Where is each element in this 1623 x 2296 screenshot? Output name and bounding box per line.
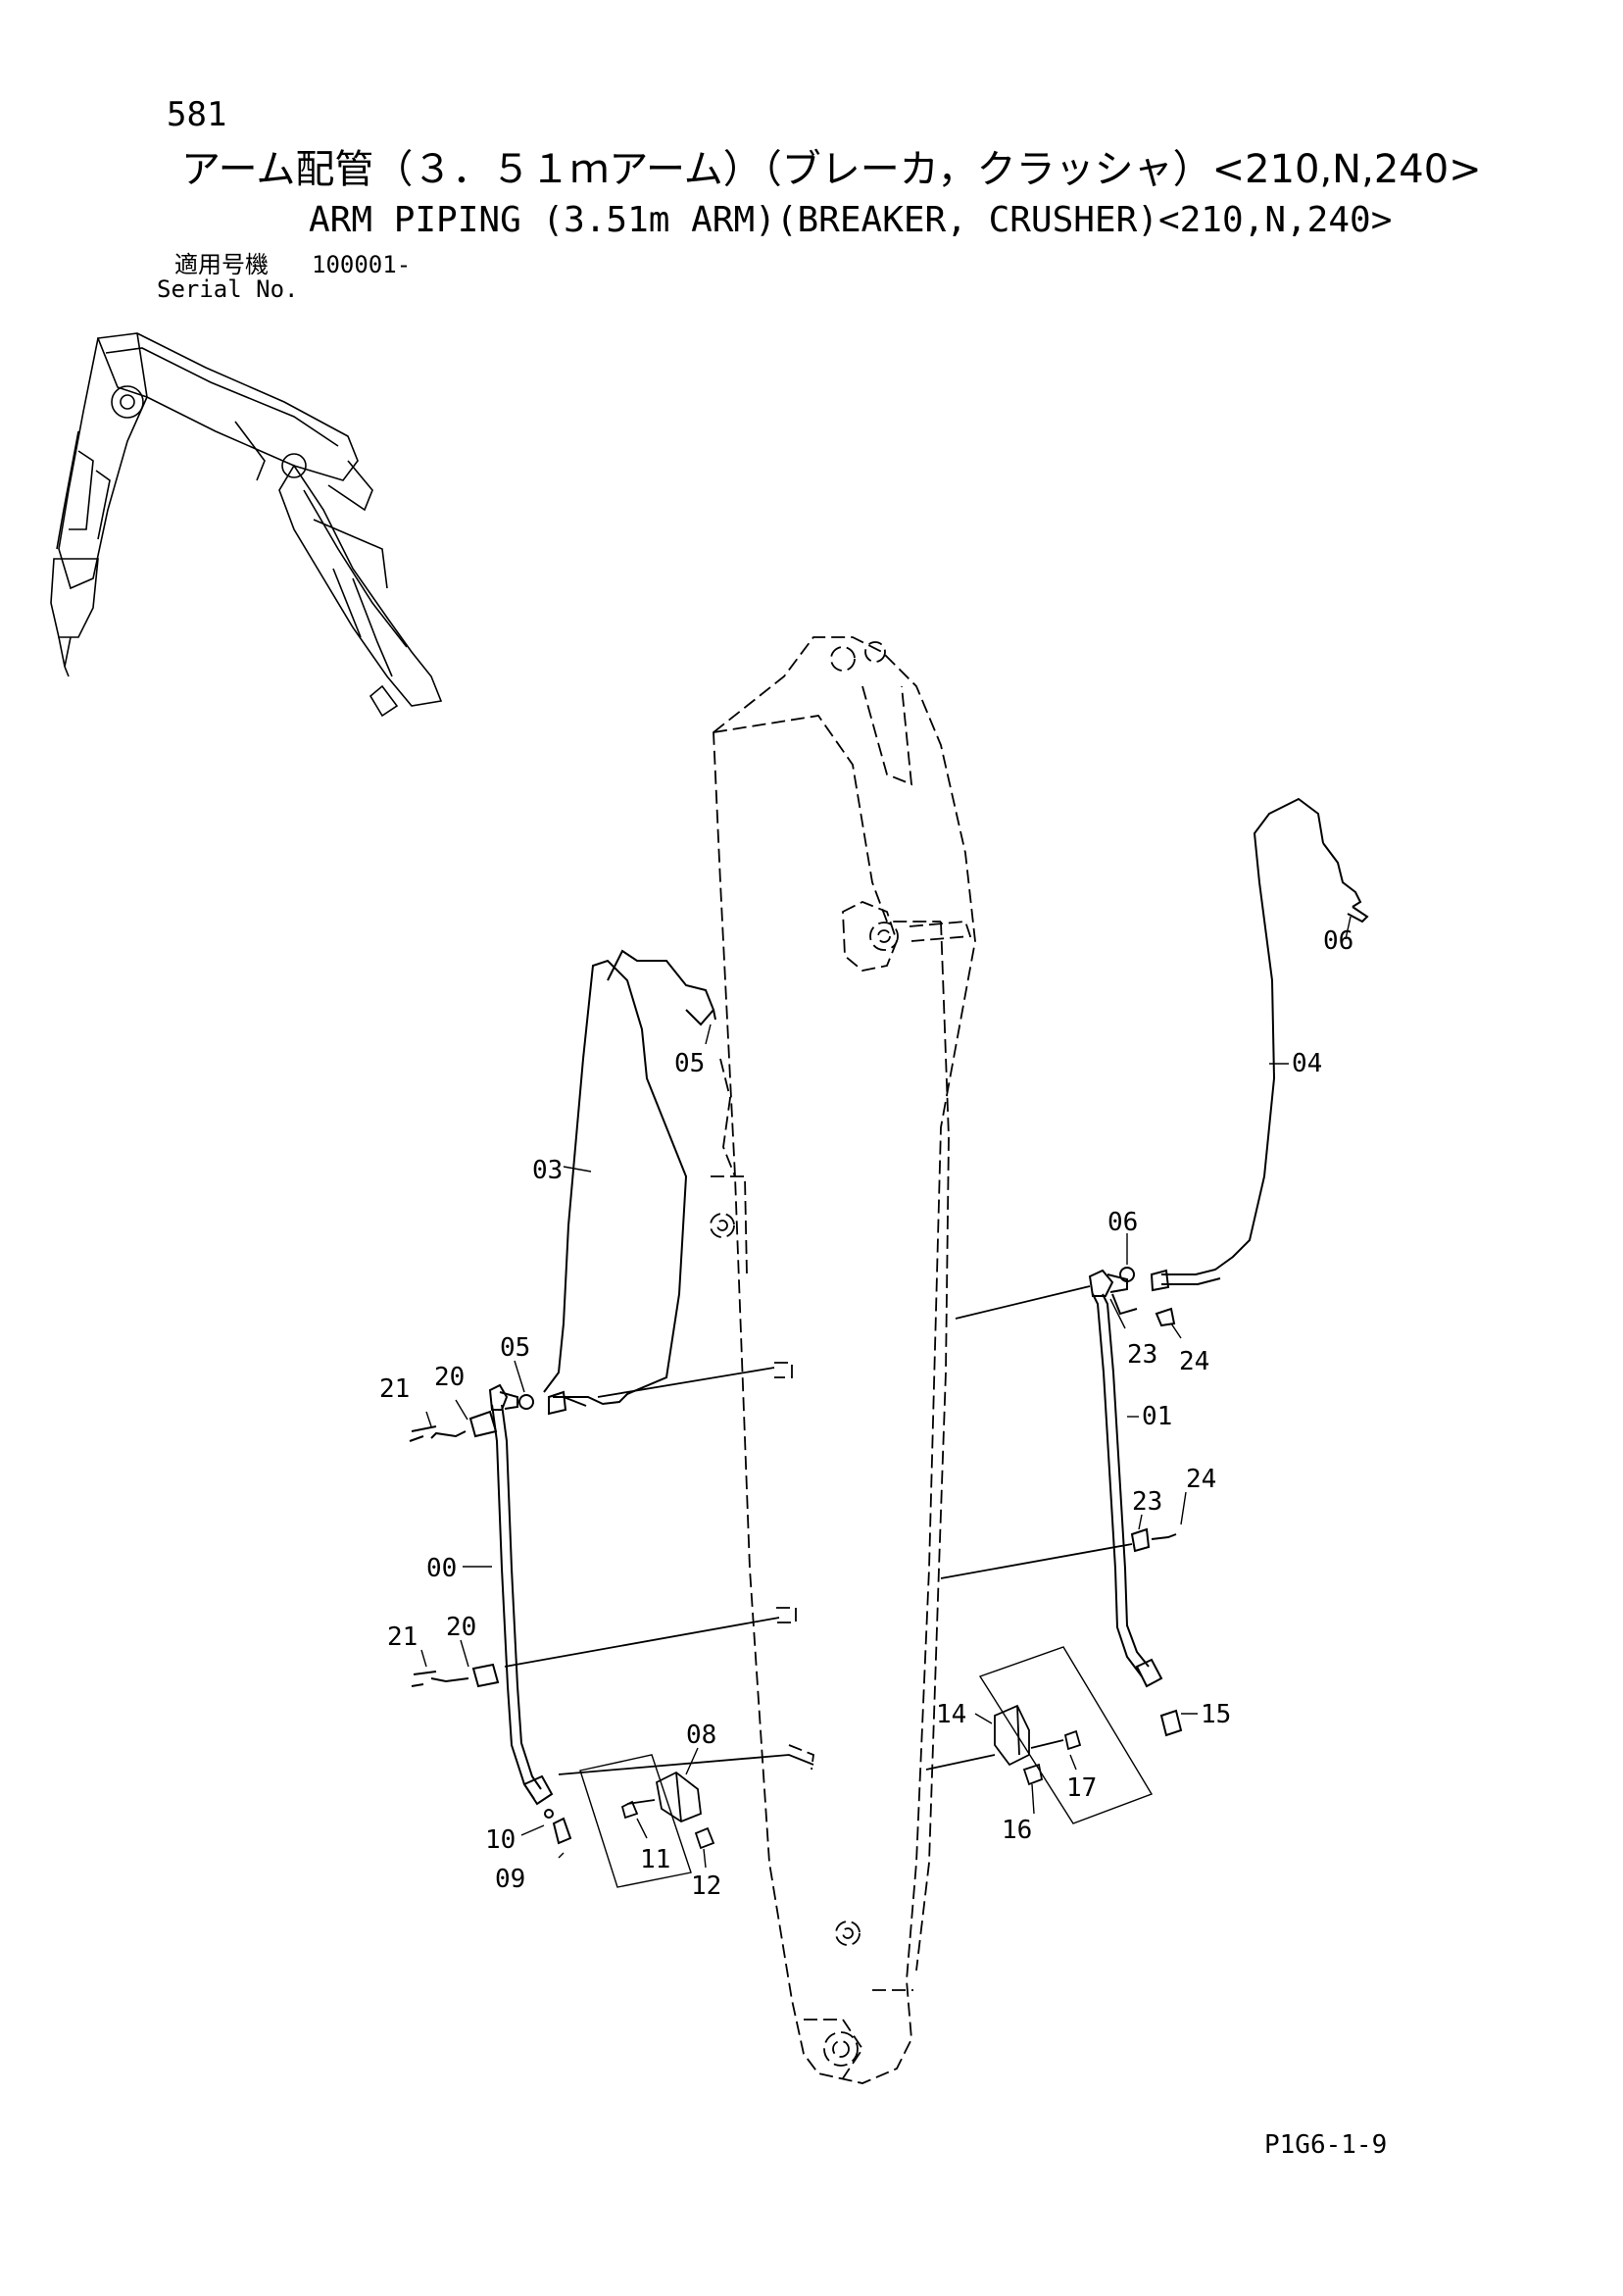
callout-21-bottom: 21 [387, 1622, 418, 1652]
right-pipe-assembly [1088, 797, 1369, 1737]
page-number: 581 [167, 95, 227, 134]
callout-11: 11 [640, 1845, 670, 1874]
callout-24-top: 24 [1179, 1347, 1209, 1376]
callout-06-top: 06 [1323, 926, 1353, 956]
callout-24-bottom: 24 [1186, 1465, 1216, 1494]
callout-23-bottom: 23 [1132, 1487, 1162, 1517]
callout-20-top: 20 [434, 1363, 465, 1392]
serial-number-value: 100001- [312, 251, 412, 278]
arm-body-outline [710, 636, 976, 2084]
callout-08: 08 [686, 1721, 716, 1750]
callout-05-top: 05 [674, 1049, 705, 1078]
excavator-inset-illustration [50, 332, 443, 718]
callout-10: 10 [485, 1825, 516, 1855]
left-leader-lines [504, 1367, 814, 1775]
callout-14: 14 [936, 1700, 966, 1729]
callout-16: 16 [1002, 1816, 1032, 1845]
title-japanese: アーム配管（３．５１ｍアーム）（ブレーカ，クラッシャ）<210,N,240> [181, 147, 1482, 192]
callout-06-mid: 06 [1107, 1208, 1138, 1237]
title-english: ARM PIPING (3.51m ARM)(BREAKER, CRUSHER)… [309, 200, 1393, 240]
callout-leaders [420, 916, 1352, 1869]
callout-21-top: 21 [379, 1374, 410, 1404]
callout-09: 09 [495, 1865, 525, 1894]
callout-labels: 06 05 04 03 06 05 23 24 21 20 01 23 24 0… [379, 926, 1353, 1901]
callout-00: 00 [426, 1554, 457, 1583]
callout-12: 12 [691, 1872, 721, 1901]
callout-20-bottom: 20 [446, 1613, 476, 1642]
callout-04: 04 [1292, 1049, 1322, 1078]
right-leader-lines [925, 1285, 1133, 1771]
callout-05-mid: 05 [500, 1333, 530, 1363]
sheet-code: P1G6-1-9 [1264, 2130, 1388, 2160]
left-clamp-detail [579, 1754, 715, 1888]
callout-01: 01 [1142, 1402, 1172, 1431]
callout-03: 03 [532, 1156, 563, 1185]
callout-23-top: 23 [1127, 1340, 1157, 1370]
left-pipe-assembly [409, 949, 716, 1845]
serial-label-japanese: 適用号機 [174, 251, 269, 278]
right-clamp-detail [978, 1646, 1154, 1824]
serial-label-english: Serial No. [157, 275, 299, 303]
callout-17: 17 [1066, 1773, 1097, 1803]
callout-15: 15 [1201, 1700, 1231, 1729]
